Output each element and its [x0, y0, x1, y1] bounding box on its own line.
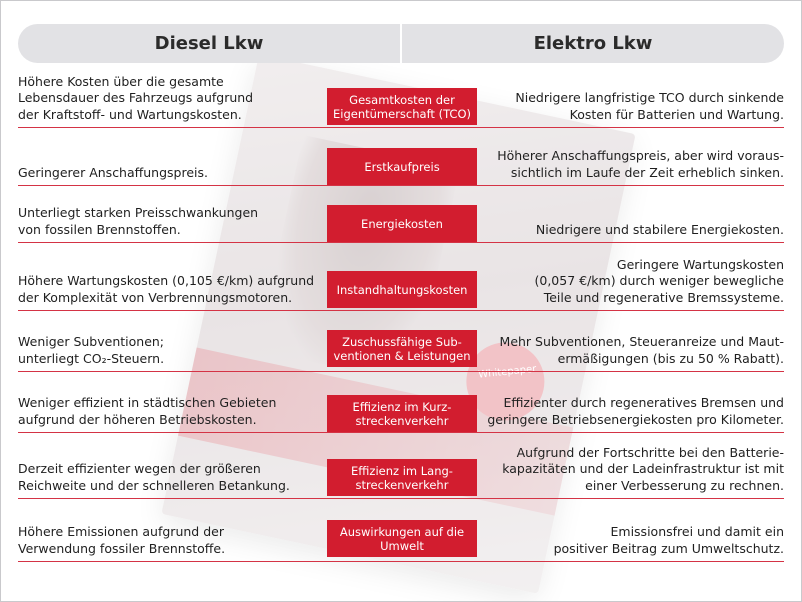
electric-text-line: geringere Betriebsenergiekosten pro Kilo… [487, 411, 784, 427]
criterion-label: Energiekosten [327, 205, 477, 242]
diesel-text-line: Höhere Wartungskosten (0,105 €/km) aufgr… [18, 273, 315, 288]
electric-text-line: Geringere Wartungskosten [616, 256, 784, 272]
criterion-label: Erstkaufpreis [327, 148, 477, 185]
criterion-text: Effizienz im Kurz-streckenverkehr [352, 399, 452, 428]
row-divider-line [18, 561, 784, 562]
diesel-text-line: Unterliegt starken Preisschwankungen [18, 205, 259, 220]
diesel-description: Höhere Wartungskosten (0,105 €/km) aufgr… [18, 273, 318, 306]
criterion-text: Zuschussfähige Sub-ventionen & Leistunge… [333, 334, 471, 363]
diesel-text-line: Verwendung fossiler Brennstoffe. [18, 540, 226, 556]
criterion-text: Auswirkungen auf die Umwelt [339, 524, 465, 553]
diesel-text-line: aufgrund der höheren Betriebskosten. [18, 411, 257, 427]
comparison-row: Geringerer Anschaffungspreis. Höherer Ans… [18, 1, 784, 601]
electric-text-line: Emissionsfrei und damit ein [610, 524, 785, 539]
diesel-text-line: Geringerer Anschaffungspreis. [18, 164, 208, 180]
electric-text-line: Niedrigere langfristige TCO durch sinken… [515, 90, 784, 105]
criterion-label: Instandhaltungskosten [327, 271, 477, 308]
diesel-text-line: Weniger Subventionen; [18, 334, 165, 349]
electric-description: Höherer Anschaffungspreis, aber wird vor… [484, 148, 784, 181]
diesel-text-line: Reichweite und der schnelleren Betankung… [18, 477, 290, 493]
electric-description: Geringere Wartungskosten(0,057 €/km) dur… [484, 257, 784, 307]
header-divider [400, 24, 402, 63]
comparison-row: Weniger Subventionen;unterliegt CO₂-Steu… [18, 1, 784, 601]
diesel-header: Diesel Lkw [18, 24, 400, 63]
criterion-label: Effizienz im Kurz-streckenverkehr [327, 395, 477, 432]
criterion-text: Effizienz im Lang-streckenverkehr [351, 463, 453, 492]
criterion-text: Energiekosten [361, 216, 443, 231]
electric-text-line: Aufgrund der Fortschritte bei den Batter… [516, 444, 784, 460]
electric-description: Niedrigere und stabilere Energiekosten. [484, 222, 784, 239]
row-divider-line [18, 185, 784, 186]
row-divider-line [18, 432, 784, 433]
diesel-text-line: Höhere Emissionen aufgrund der [18, 524, 224, 539]
diesel-text-line: Lebensdauer des Fahrzeugs aufgrund [18, 90, 254, 105]
criterion-label: Auswirkungen auf die Umwelt [327, 520, 477, 557]
electric-description: Aufgrund der Fortschritte bei den Batter… [484, 445, 784, 495]
diesel-text-line: von fossilen Brennstoffen. [18, 221, 181, 237]
diesel-header-title: Diesel Lkw [154, 33, 264, 54]
row-divider-line [18, 371, 784, 372]
electric-text-line: Höherer Anschaffungspreis, aber wird vor… [497, 148, 784, 163]
electric-description: Mehr Subventionen, Steueranreize und Mau… [484, 334, 784, 367]
row-divider-line [18, 127, 784, 128]
electric-text-line: positiver Beitrag zum Umweltschutz. [553, 540, 784, 556]
criterion-text: Instandhaltungskosten [336, 282, 468, 297]
electric-text-line: kapazitäten und der Ladeinfrastruktur is… [502, 461, 784, 476]
row-divider-line [18, 242, 784, 243]
electric-text-line: (0,057 €/km) durch weniger bewegliche [534, 273, 784, 288]
electric-text-line: Effizienter durch regeneratives Bremsen … [503, 395, 784, 410]
electric-text-line: Niedrigere und stabilere Energiekosten. [535, 221, 784, 237]
diesel-text-line: der Komplexität von Verbrennungsmotoren. [18, 289, 293, 305]
diesel-text-line: Derzeit effizienter wegen der größeren [18, 461, 261, 476]
criterion-text: Gesamtkosten der Eigentümerschaft (TCO) [333, 92, 471, 121]
electric-text-line: ermäßigungen (bis zu 50 % Rabatt). [557, 350, 784, 366]
electric-text-line: sichtlich im Laufe der Zeit erheblich si… [510, 164, 784, 180]
electric-description: Effizienter durch regeneratives Bremsen … [484, 395, 784, 428]
comparison-row: Höhere Wartungskosten (0,105 €/km) aufgr… [18, 1, 784, 601]
electric-header-title: Elektro Lkw [533, 33, 653, 54]
diesel-description: Weniger effizient in städtischen Gebiete… [18, 395, 318, 428]
diesel-text-line: unterliegt CO₂-Steuern. [18, 350, 165, 366]
electric-text-line: Teile und regenerative Bremssysteme. [543, 289, 784, 305]
criterion-label: Gesamtkosten der Eigentümerschaft (TCO) [327, 88, 477, 125]
electric-header: Elektro Lkw [402, 24, 784, 63]
diesel-text-line: Weniger effizient in städtischen Gebiete… [18, 395, 277, 410]
criterion-label: Zuschussfähige Sub-ventionen & Leistunge… [327, 330, 477, 367]
diesel-text-line: Höhere Kosten über die gesamte [18, 73, 224, 89]
diesel-description: Geringerer Anschaffungspreis. [18, 165, 318, 182]
diesel-text-line: der Kraftstoff- und Wartungskosten. [18, 106, 242, 122]
criterion-text: Erstkaufpreis [364, 159, 440, 174]
electric-description: Niedrigere langfristige TCO durch sinken… [484, 90, 784, 123]
electric-text-line: einer Verbesserung zu rechnen. [585, 477, 784, 493]
diesel-description: Weniger Subventionen;unterliegt CO₂-Steu… [18, 334, 318, 367]
electric-text-line: Mehr Subventionen, Steueranreize und Mau… [499, 334, 784, 349]
row-divider-line [18, 498, 784, 499]
criterion-label: Effizienz im Lang-streckenverkehr [327, 459, 477, 496]
comparison-row: Weniger effizient in städtischen Gebiete… [18, 1, 784, 601]
row-divider-line [18, 310, 784, 311]
electric-text-line: Kosten für Batterien und Wartung. [569, 106, 784, 122]
